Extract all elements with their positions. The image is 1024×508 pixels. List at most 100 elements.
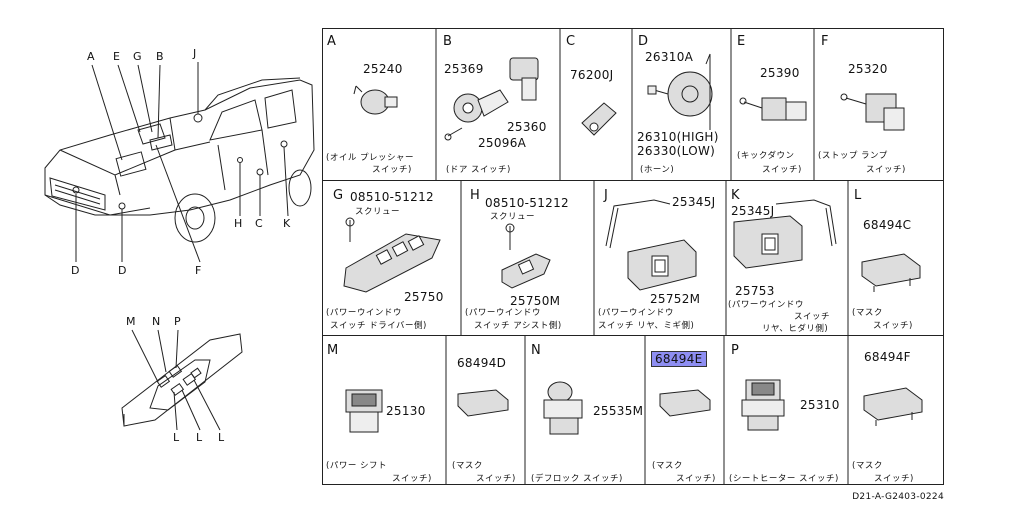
stop-lamp-switch-icon	[840, 93, 905, 131]
cell-M2-part-68494D: 68494D	[457, 356, 507, 370]
bracket-icon	[581, 102, 617, 136]
cell-M-caption-2: スイッチ)	[392, 474, 432, 484]
cell-K-caption-3: リヤ、ヒダリ側)	[762, 324, 829, 334]
cell-P-part-25310: 25310	[800, 398, 840, 412]
cell-C-letter: C	[566, 34, 576, 49]
callout-D-2: D	[118, 264, 127, 277]
cell-M2-caption-2: スイッチ)	[476, 474, 516, 484]
kickdown-switch-icon	[739, 97, 807, 121]
cell-C-part-76200J: 76200J	[570, 68, 614, 82]
cell-F-letter: F	[821, 34, 829, 49]
cell-P2-caption-2: スイッチ)	[874, 474, 914, 484]
cell-H-caption-2: スイッチ アシスト側)	[474, 321, 562, 331]
cell-B-part-25360: 25360	[507, 120, 547, 134]
cell-H-caption-1: (パワーウインドウ	[465, 308, 541, 318]
cell-M2-caption-1: (マスク	[452, 461, 483, 471]
cell-G-caption-1: (パワーウインドウ	[326, 308, 402, 318]
cell-B-caption: (ドア スイッチ)	[446, 165, 511, 175]
cell-J-part-25752M: 25752M	[650, 292, 701, 306]
cell-G-letter: G	[333, 188, 344, 203]
console-illustration	[121, 329, 243, 431]
rear-left-switch-icon	[733, 199, 837, 269]
cell-A-part-25240: 25240	[363, 62, 403, 76]
console-callout-L-3: L	[218, 431, 225, 444]
callout-D-1: D	[71, 264, 80, 277]
power-window-assist-switch-icon	[501, 223, 551, 289]
rear-right-switch-icon	[605, 199, 697, 291]
mask-switch-icon-c	[861, 253, 921, 292]
cell-P-caption: (シートヒーター スイッチ)	[729, 474, 839, 484]
grid-frame-row-3	[322, 335, 944, 485]
door-switch-icon	[444, 57, 539, 141]
cell-K-part-25753: 25753	[735, 284, 775, 298]
callout-J: J	[193, 47, 197, 60]
cell-D-part-26310-high: 26310(HIGH)	[637, 130, 719, 144]
cell-B-letter: B	[443, 34, 452, 49]
cell-G-caption-2: スイッチ ドライバー側)	[330, 321, 427, 331]
callout-F: F	[195, 264, 202, 277]
cell-K-part-25345J: 25345J	[731, 204, 775, 218]
cell-A-caption-1: (オイル プレッシャー	[326, 153, 415, 163]
cell-L-letter: L	[854, 188, 862, 203]
callout-C: C	[255, 217, 263, 230]
power-window-master-switch-icon	[343, 217, 441, 293]
diff-lock-switch-icon	[543, 381, 583, 435]
cell-P2-caption-1: (マスク	[852, 461, 883, 471]
cell-B-part-25096A: 25096A	[478, 136, 527, 150]
cell-H-letter: H	[470, 188, 480, 203]
seat-heater-switch-icon	[741, 379, 785, 431]
cell-E-part-25390: 25390	[760, 66, 800, 80]
cell-K-letter: K	[731, 188, 740, 203]
cell-M-letter: M	[327, 343, 339, 358]
cell-K-caption-1: (パワーウインドウ	[728, 300, 804, 310]
cell-L-part-68494C: 68494C	[863, 218, 912, 232]
cell-N2-caption-2: スイッチ)	[676, 474, 716, 484]
mask-switch-icon-f	[863, 387, 923, 426]
cell-G-screw-label: スクリュー	[355, 207, 401, 217]
cell-D-letter: D	[638, 34, 649, 49]
horn-icon	[647, 53, 713, 130]
cell-B-part-25369: 25369	[444, 62, 484, 76]
highlighted-part-number[interactable]: 68494E	[651, 351, 707, 367]
cell-F-caption-1: (ストップ ランプ	[818, 151, 888, 161]
cell-F-caption-2: スイッチ)	[866, 165, 906, 175]
callout-A: A	[87, 50, 95, 63]
cell-P2-part-68494F: 68494F	[864, 350, 911, 364]
cell-N-part-25535M: 25535M	[593, 404, 644, 418]
cell-E-caption-2: スイッチ)	[762, 165, 802, 175]
console-callout-L-2: L	[196, 431, 203, 444]
cell-A-caption-2: スイッチ)	[372, 165, 412, 175]
cell-G-part-08510-51212: 08510-51212	[350, 190, 434, 204]
console-callout-N: N	[152, 315, 161, 328]
diagram-code: D21-A-G2403-0224	[852, 492, 944, 502]
callout-B: B	[156, 50, 164, 63]
mask-switch-icon-e	[659, 389, 711, 417]
cell-N2-part-68494E[interactable]: 68494E	[651, 351, 707, 367]
vehicle-illustration	[44, 62, 315, 263]
cell-M-caption-1: (パワー シフト	[326, 461, 388, 471]
callout-K: K	[283, 217, 291, 230]
power-shift-switch-icon	[345, 389, 383, 433]
cell-H-screw-label: スクリュー	[490, 212, 536, 222]
cell-D-part-26330-low: 26330(LOW)	[637, 144, 716, 158]
cell-D-caption: (ホーン)	[640, 165, 675, 175]
mask-switch-icon-d	[457, 389, 509, 417]
cell-F-part-25320: 25320	[848, 62, 888, 76]
cell-J-letter: J	[604, 188, 608, 203]
callout-H: H	[234, 217, 243, 230]
cell-N-letter: N	[531, 343, 541, 358]
cell-M-part-25130: 25130	[386, 404, 426, 418]
cell-H-part-25750M: 25750M	[510, 294, 561, 308]
oil-pressure-switch-icon	[353, 85, 398, 115]
cell-H-part-08510-51212: 08510-51212	[485, 196, 569, 210]
cell-J-caption-1: (パワーウインドウ	[598, 308, 674, 318]
console-callout-P: P	[174, 315, 181, 328]
console-callout-M: M	[126, 315, 136, 328]
cell-N2-caption-1: (マスク	[652, 461, 683, 471]
cell-J-caption-2: スイッチ リヤ、ミギ側)	[598, 321, 695, 331]
cell-E-letter: E	[737, 34, 746, 49]
cell-D-part-26310A: 26310A	[645, 50, 694, 64]
cell-N-caption: (デフロック スイッチ)	[531, 474, 623, 484]
